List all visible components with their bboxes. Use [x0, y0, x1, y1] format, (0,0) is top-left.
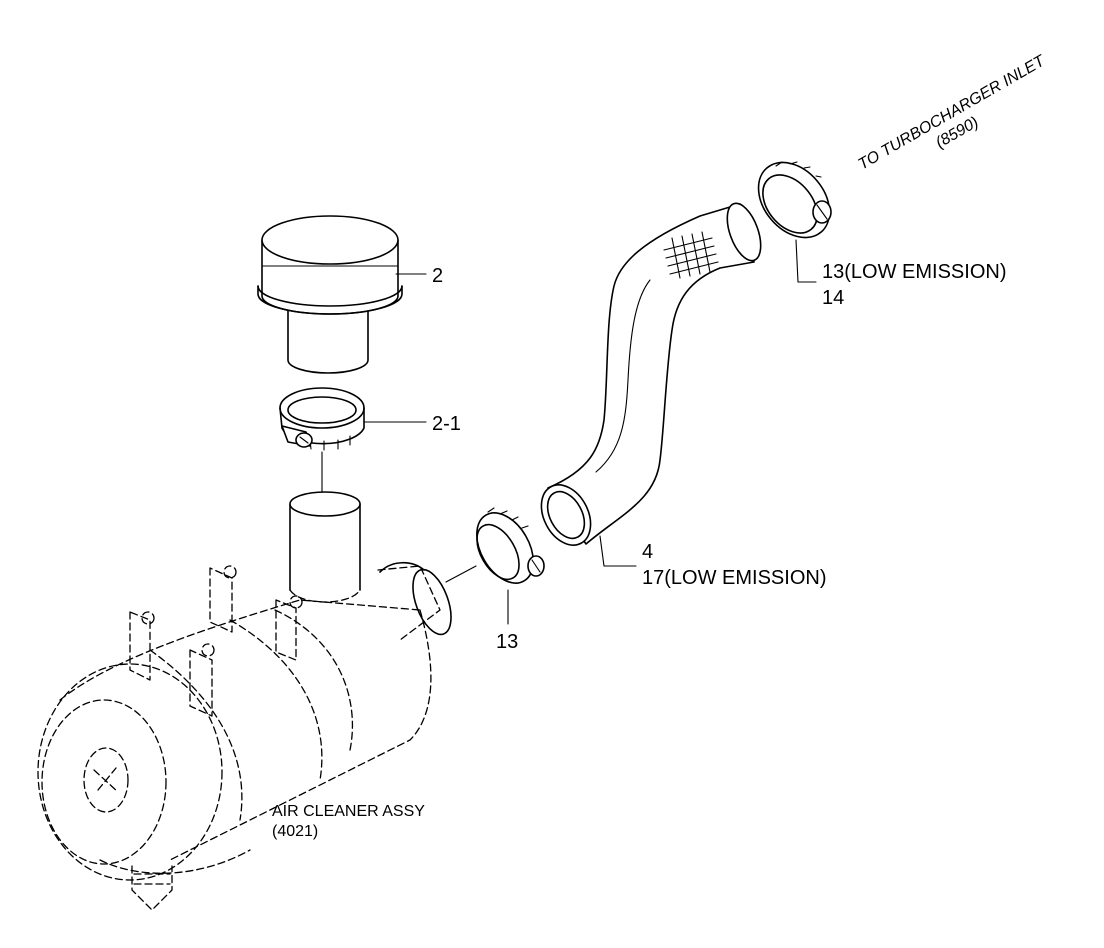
label-upper-clamp-part-number: 13(LOW EMISSION) [822, 261, 1006, 283]
air-cleaner-assembly [37, 491, 452, 911]
note-destination-line1: TO TURBOCHARGER INLET [856, 52, 1049, 173]
label-tube-part-number: 4 [642, 541, 653, 563]
lower-hose-clamp-part [476, 507, 545, 584]
label-upper-clamp-alt-part-number: 14 [822, 287, 844, 309]
upper-hose-clamp-part [757, 161, 832, 239]
intake-tube-part [540, 202, 762, 546]
label-cap-part-number: 2 [432, 265, 443, 287]
rain-cap-part [257, 215, 403, 374]
leader-line [445, 565, 477, 583]
note-assembly-line1: AIR CLEANER ASSY [272, 803, 425, 820]
label-tube-alt-part-number: 17(LOW EMISSION) [642, 567, 826, 589]
label-lower-clamp-part-number: 13 [496, 631, 518, 653]
note-assembly-line2: (4021) [272, 823, 318, 840]
cap-clamp-part [279, 387, 365, 451]
callout-leaders [363, 239, 817, 625]
label-cap-clamp-part-number: 2-1 [432, 413, 461, 435]
